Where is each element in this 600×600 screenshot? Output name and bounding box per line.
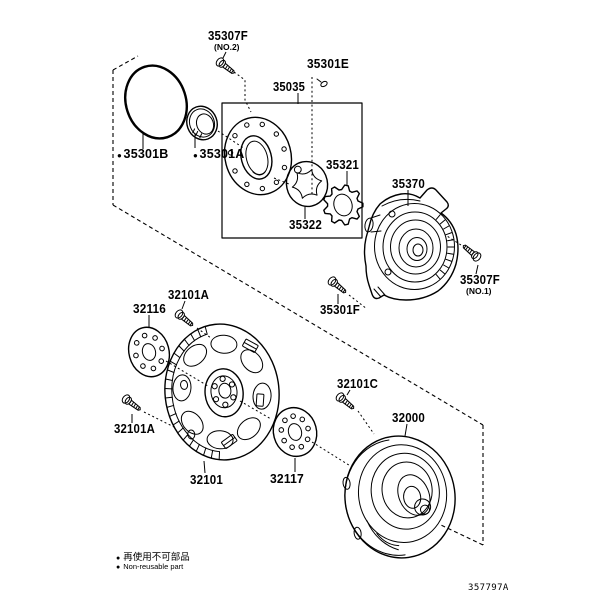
part-label-32116[interactable]: 32116: [133, 302, 166, 316]
pump-subassembly-box: [221, 102, 363, 239]
label-leader-lines: [131, 51, 479, 474]
part-oil-pump-body-drawing: [223, 116, 293, 196]
non-reusable-bullet-icon: ●: [116, 564, 120, 571]
part-clip-35301e-drawing: [316, 78, 328, 88]
part-oil-seal-35301a-drawing: [186, 105, 218, 141]
bolt-32101a-upper-drawing: [173, 307, 197, 330]
part-pump-gear-35322-drawing: [285, 160, 329, 208]
part-spacer-32116-drawing: [127, 326, 171, 378]
legend-line-en: ●Non-reusable part: [116, 562, 184, 571]
part-label-32000[interactable]: 32000: [392, 411, 425, 425]
part-torque-converter-32000-drawing: [342, 435, 456, 559]
part-spacer-32117-drawing: [272, 406, 318, 458]
part-label-32101a-lower[interactable]: 32101A: [114, 422, 155, 436]
part-o-ring-35301b-drawing: [124, 64, 188, 140]
part-label-35307f-no2-sub: (NO.2): [214, 42, 240, 52]
part-label-35307f-no1[interactable]: 35307F: [460, 273, 500, 287]
part-label-32101a-upper[interactable]: 32101A: [168, 288, 209, 302]
part-label-35301f[interactable]: 35301F: [320, 303, 360, 317]
bolt-32101c-drawing: [334, 390, 358, 413]
bolt-32101a-lower-drawing: [120, 392, 144, 414]
part-label-35301a[interactable]: ●35301A: [193, 147, 245, 161]
legend: ●再使用不可部品 ●Non-reusable part: [116, 551, 190, 571]
part-label-32101[interactable]: 32101: [190, 473, 223, 487]
non-reusable-bullet-icon: ●: [193, 151, 198, 160]
bolt-35307f-no1-drawing: [459, 241, 483, 264]
part-label-35370[interactable]: 35370: [392, 177, 425, 191]
part-label-32101c[interactable]: 32101C: [337, 377, 378, 391]
part-pump-gear-35321-drawing: [323, 184, 364, 226]
part-label-35035[interactable]: 35035: [273, 80, 305, 94]
bolt-35307f-no2-drawing: [214, 55, 238, 78]
part-label-35307f-no1-sub: (NO.1): [466, 286, 492, 296]
part-label-32117[interactable]: 32117: [270, 472, 304, 486]
alignment-dotted-lines: [143, 71, 462, 468]
non-reusable-bullet-icon: ●: [117, 151, 122, 160]
part-oil-pump-assembly-35370-drawing: [363, 187, 459, 301]
part-label-35321[interactable]: 35321: [326, 158, 359, 172]
part-label-35307f-no2[interactable]: 35307F: [208, 29, 248, 43]
part-drive-plate-32101-drawing: [164, 323, 280, 461]
part-label-35322[interactable]: 35322: [289, 218, 322, 232]
legend-line-jp: ●再使用不可部品: [116, 551, 190, 563]
figure-code: 357797A: [468, 583, 509, 593]
part-label-35301b[interactable]: ●35301B: [117, 147, 169, 161]
bolt-35301f-drawing: [326, 274, 350, 297]
non-reusable-bullet-icon: ●: [116, 555, 120, 562]
part-label-35301e[interactable]: 35301E: [307, 57, 349, 71]
